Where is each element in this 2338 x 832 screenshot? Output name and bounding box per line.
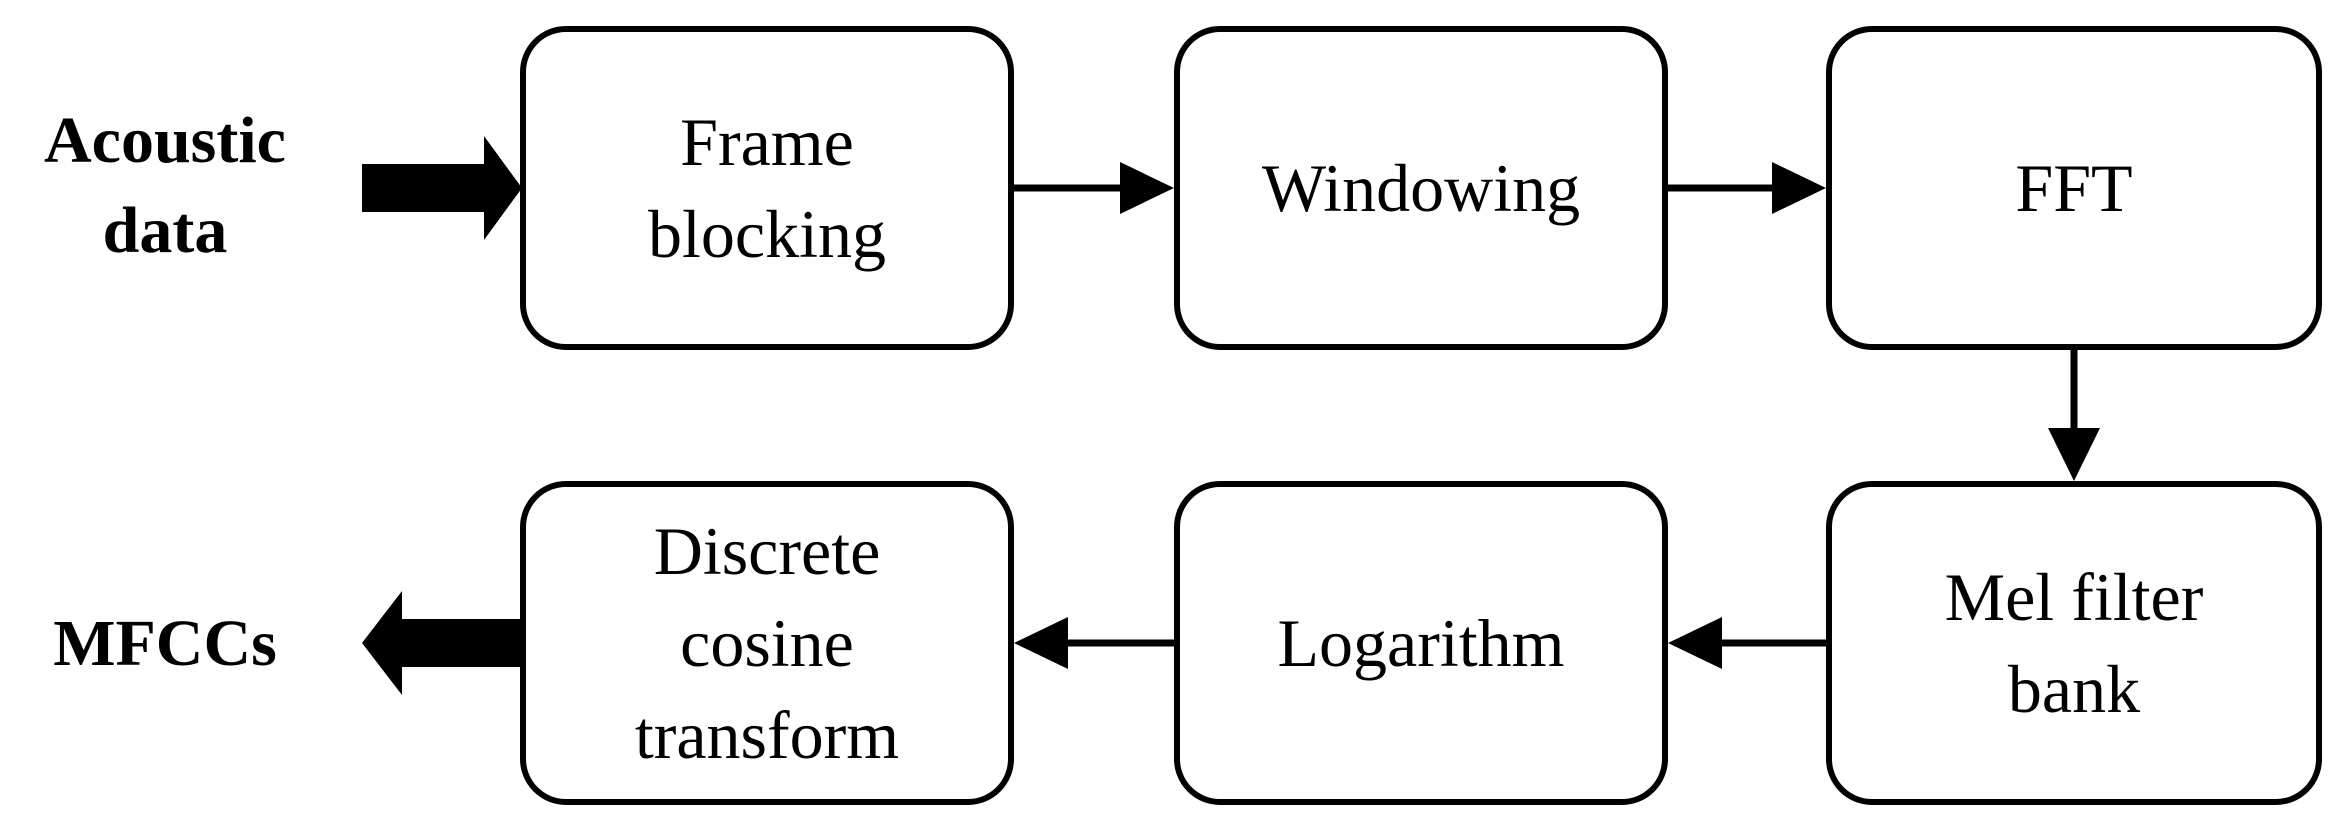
step-box-dct: Discrete cosine transform xyxy=(520,481,1014,805)
step-box-windowing: Windowing xyxy=(1174,26,1668,350)
output-label: MFCCs xyxy=(53,607,277,680)
step-box-frame-blocking: Frame blocking xyxy=(520,26,1014,350)
step-label-fft: FFT xyxy=(2015,150,2133,226)
arrowhead-mel-to-log xyxy=(1668,617,1722,669)
step-label-mel-filter-bank: Mel filter bank xyxy=(1944,559,2204,727)
input-arrow xyxy=(362,136,522,240)
step-box-mel-filter-bank: Mel filter bank xyxy=(1826,481,2322,805)
arrowhead-log-to-dct xyxy=(1014,617,1068,669)
arrowhead-fft-to-mel xyxy=(2048,428,2100,481)
step-label-logarithm: Logarithm xyxy=(1277,605,1565,681)
arrowhead-windowing-to-fft xyxy=(1772,162,1826,214)
step-label-windowing: Windowing xyxy=(1261,150,1581,226)
input-label: Acoustic data xyxy=(44,104,286,267)
step-box-fft: FFT xyxy=(1826,26,2322,350)
step-box-logarithm: Logarithm xyxy=(1174,481,1668,805)
step-label-frame-blocking: Frame blocking xyxy=(648,104,886,272)
arrowhead-frame-to-windowing xyxy=(1120,162,1174,214)
step-label-dct: Discrete cosine transform xyxy=(634,513,900,773)
output-arrow xyxy=(362,591,522,695)
